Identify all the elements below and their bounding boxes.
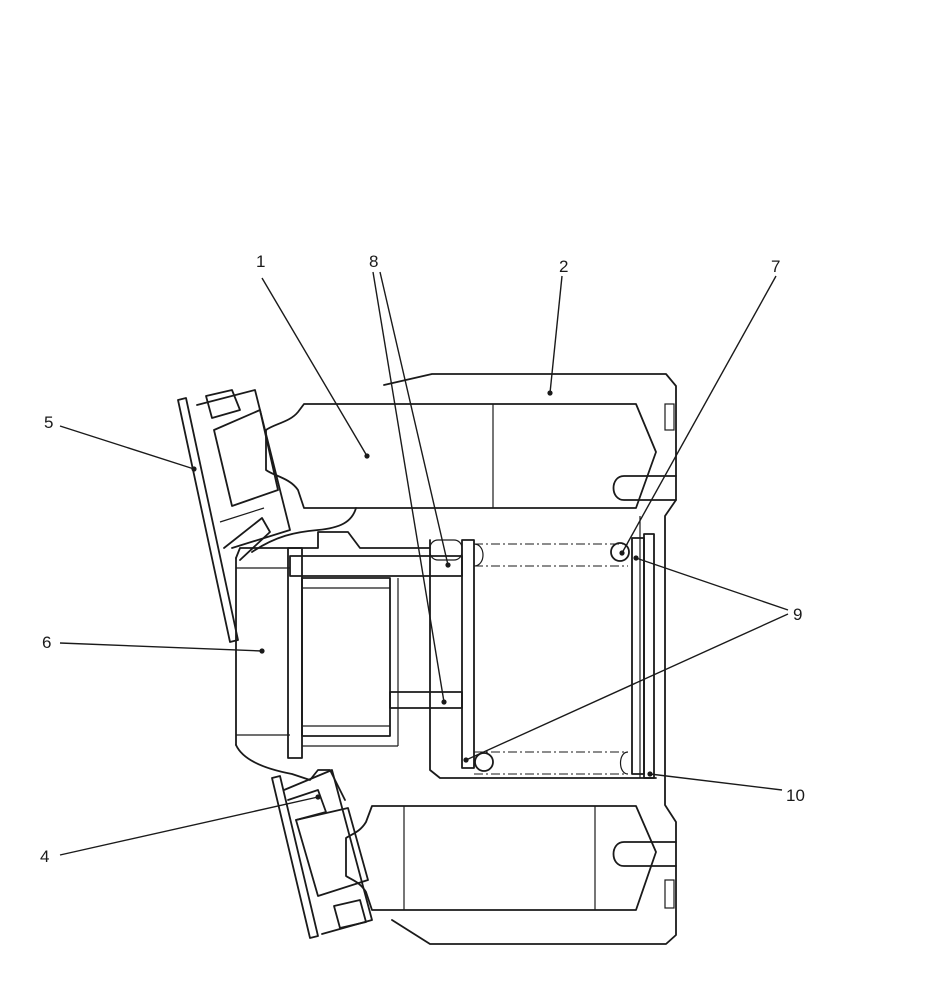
end-plate	[631, 533, 655, 779]
label-2: 2	[559, 257, 568, 276]
label-8: 8	[369, 252, 378, 271]
label-7: 7	[771, 257, 780, 276]
part-labels: 1 8 2 7 5 9 6 10 4	[40, 252, 805, 866]
leader-lines	[59, 271, 789, 856]
label-5: 5	[44, 413, 53, 432]
roller-bottom	[474, 752, 494, 772]
frame-assembly	[287, 539, 475, 769]
label-4: 4	[40, 847, 49, 866]
guide-box	[473, 543, 629, 775]
upper-cylinder	[251, 403, 677, 553]
label-6: 6	[42, 633, 51, 652]
label-10: 10	[786, 786, 805, 805]
central-body	[235, 531, 431, 801]
rollers	[474, 542, 630, 772]
lower-cylinder	[345, 805, 677, 911]
lower-motor-assembly	[271, 769, 373, 939]
label-1: 1	[256, 252, 265, 271]
roller-top	[610, 542, 630, 562]
label-9: 9	[793, 605, 802, 624]
upper-motor-assembly	[177, 389, 291, 643]
